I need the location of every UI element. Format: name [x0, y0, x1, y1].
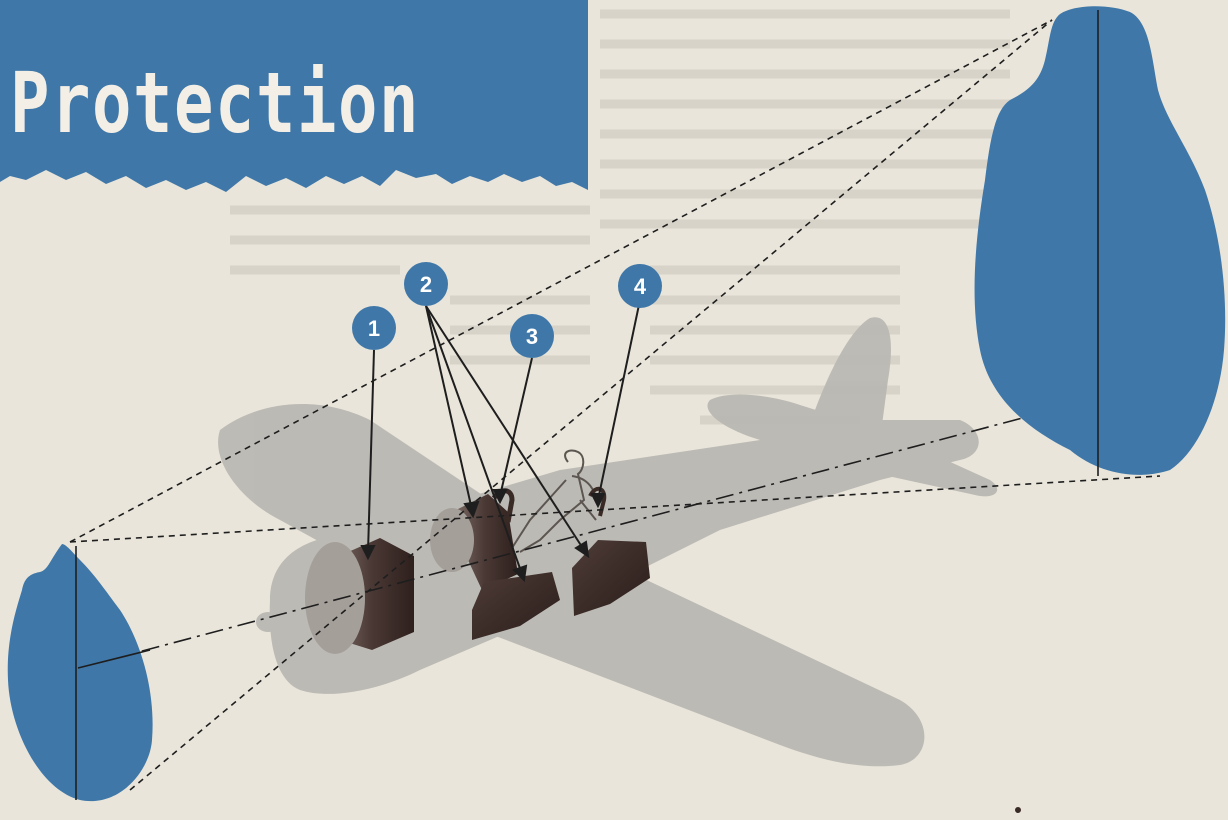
callout-4-label: 4: [634, 274, 647, 299]
callout-1-label: 1: [368, 316, 380, 341]
engine-armor-cylinder: [305, 538, 414, 654]
callout-3: 3: [510, 314, 554, 358]
rear-view-silhouette: [975, 6, 1226, 476]
callout-2-label: 2: [420, 272, 432, 297]
page-title: Protection: [10, 54, 420, 152]
paper-speck: [1015, 807, 1021, 813]
callout-4: 4: [618, 264, 662, 308]
front-view-silhouette: [8, 544, 153, 801]
callout-3-label: 3: [526, 324, 538, 349]
callout-1: 1: [352, 306, 396, 350]
callout-2: 2: [404, 262, 448, 306]
